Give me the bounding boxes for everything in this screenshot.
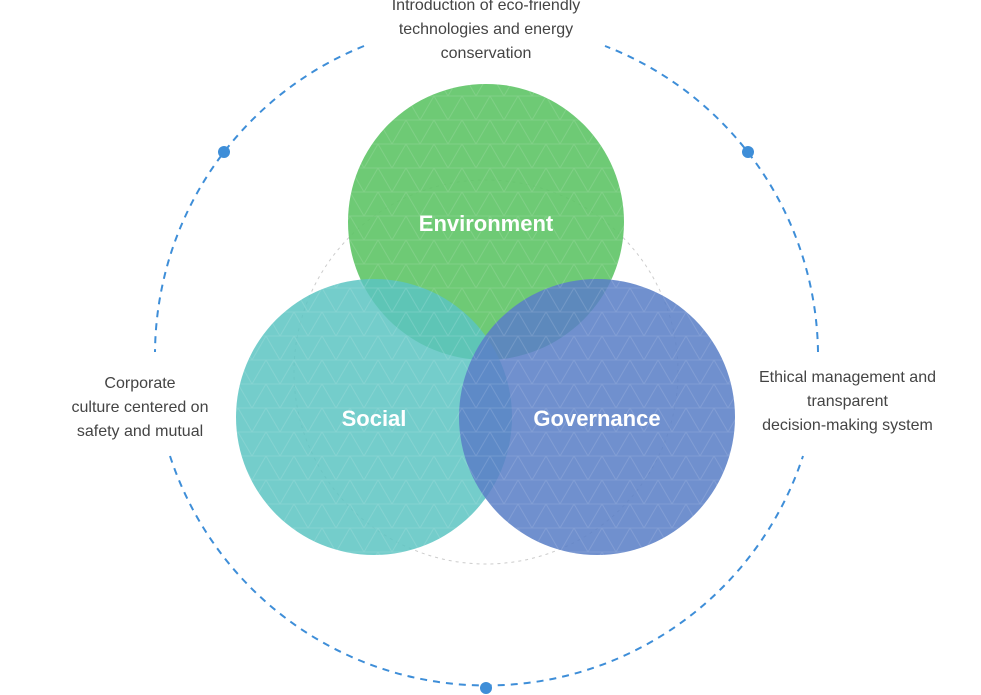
governance-circle-group	[459, 279, 735, 555]
ring-dot-bottom	[480, 682, 492, 694]
ring-arc-right	[604, 45, 819, 353]
governance-circle-texture	[459, 279, 735, 555]
social-caption-line: safety and mutual	[76, 423, 204, 440]
ring-arc-top-left	[154, 45, 365, 353]
environment-caption-line: Introduction of eco-friendly	[391, 0, 581, 14]
governance-caption-line: decision-making system	[762, 417, 933, 434]
governance-caption: Ethical management and transparent decis…	[735, 366, 960, 438]
social-caption-line: culture centered on	[71, 399, 209, 416]
environment-caption-line: technologies and energy	[398, 21, 574, 38]
social-caption: Corporate culture centered on safety and…	[40, 372, 240, 444]
social-circle-group	[236, 279, 512, 555]
social-label: Social	[342, 406, 407, 431]
ring-dot-right	[742, 146, 754, 158]
environment-caption: Introduction of eco-friendly technologie…	[340, 0, 632, 66]
environment-label: Environment	[419, 211, 554, 236]
environment-caption-line: conservation	[440, 45, 532, 62]
ring-dot-left	[218, 146, 230, 158]
governance-caption-line: Ethical management and	[759, 369, 936, 386]
social-circle-texture	[236, 279, 512, 555]
social-caption-line: Corporate	[104, 375, 176, 392]
governance-caption-line: transparent	[807, 393, 888, 410]
governance-label: Governance	[533, 406, 660, 431]
